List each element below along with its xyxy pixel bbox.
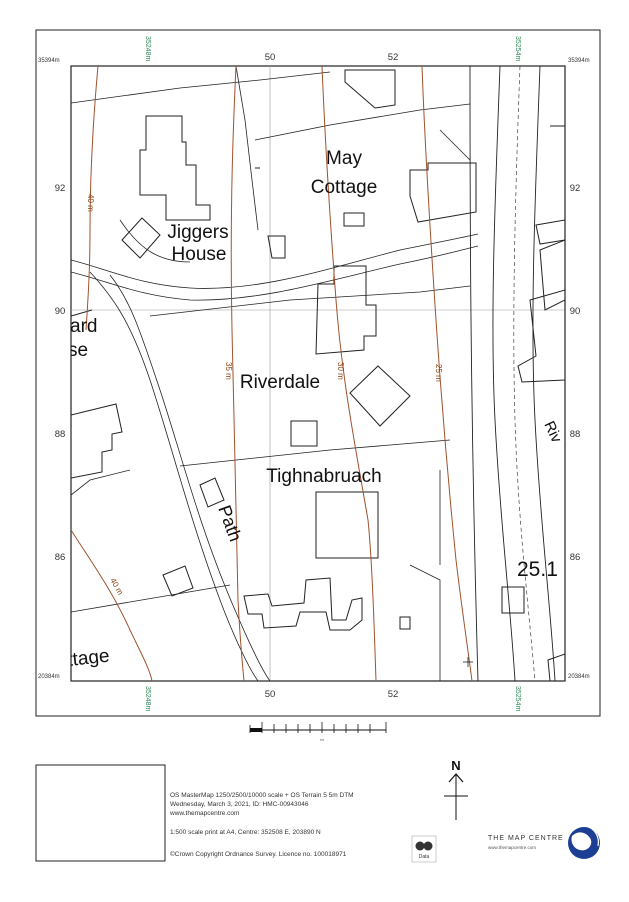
grid-top-52: 52 xyxy=(388,52,399,63)
footer-box xyxy=(35,764,166,862)
corner-br: 20384m xyxy=(568,674,590,680)
footer-line-5: ©Crown Copyright Ordnance Survey. Licenc… xyxy=(170,851,347,858)
place-labels: May Cottage Jiggers House ard se Riverda… xyxy=(66,148,565,671)
grid-right-92: 92 xyxy=(570,183,581,194)
grid-top-50: 50 xyxy=(265,52,276,63)
os-data-label: Data xyxy=(419,854,430,860)
easting-48-top: 35248m xyxy=(144,36,151,61)
footer-line-4: 1:500 scale print at A4, Centre: 352508 … xyxy=(170,829,321,836)
grid-right-88: 88 xyxy=(570,429,581,440)
label-height: 25.1 xyxy=(517,558,558,581)
label-se: se xyxy=(68,340,88,361)
footer-line-3: www.themapcentre.com xyxy=(170,810,240,817)
map-centre-url: www.themapcentre.com xyxy=(488,845,536,850)
grid-bottom-50: 50 xyxy=(265,689,276,700)
label-river: Riv xyxy=(540,419,565,446)
buildings xyxy=(71,69,565,681)
label-path: Path xyxy=(214,503,245,545)
label-cottage-bottom: ttage xyxy=(66,646,110,671)
label-may: May xyxy=(326,148,362,169)
map-content: 40 m 35 m 30 m 25 m 40 m May Cottage Jig… xyxy=(66,66,565,681)
north-label: N xyxy=(451,758,460,773)
contour-lines xyxy=(71,66,473,681)
easting-labels: 35248m 35254m 35248m 35254m xyxy=(144,36,521,711)
grid-left-90: 90 xyxy=(55,306,66,317)
grid-bottom-52: 52 xyxy=(388,689,399,700)
os-logo: Data xyxy=(411,835,437,863)
corner-tr: 35394m xyxy=(568,58,590,64)
footer-line-2: Wednesday, March 3, 2021, ID: HMC-009430… xyxy=(170,801,309,808)
contour-label-35: 35 m xyxy=(224,362,233,380)
north-arrow: N xyxy=(444,758,468,820)
corner-labels: 35394m 35394m 20384m 20384m xyxy=(38,58,590,680)
contour-label-25: 25 m xyxy=(434,364,443,382)
main-road xyxy=(469,66,556,681)
grid-right-90: 90 xyxy=(570,306,581,317)
grid-labels: 50 52 50 52 92 90 88 86 92 90 88 86 xyxy=(55,52,581,700)
globe-icon xyxy=(568,825,600,859)
label-ward: ard xyxy=(70,316,97,337)
grid-left-88: 88 xyxy=(55,429,66,440)
label-riverdale: Riverdale xyxy=(240,372,320,393)
label-jiggers: Jiggers xyxy=(167,222,228,243)
easting-54-top: 35254m xyxy=(514,36,521,61)
corner-tl: 35394m xyxy=(38,58,60,64)
cross-marker xyxy=(463,657,473,667)
scale-bar: m xyxy=(249,722,387,742)
map-centre-title: THE MAP CENTRE xyxy=(488,835,564,842)
contour-label-30: 30 m xyxy=(336,362,345,380)
grid-right-86: 86 xyxy=(570,552,581,563)
grid-left-86: 86 xyxy=(55,552,66,563)
grid-lines xyxy=(71,66,565,681)
scale-bar-label: m xyxy=(320,737,324,742)
label-tighnabruach: Tighnabruach xyxy=(266,466,381,487)
label-cottage: Cottage xyxy=(311,177,378,198)
outer-frame xyxy=(35,29,601,717)
contour-label-40-top: 40 m xyxy=(86,194,95,212)
contour-labels: 40 m 35 m 30 m 25 m 40 m xyxy=(86,194,443,597)
easting-48-bottom: 35248m xyxy=(144,686,151,711)
grid-left-92: 92 xyxy=(55,183,66,194)
corner-bl: 20384m xyxy=(38,674,60,680)
label-house: House xyxy=(172,244,227,265)
road-lines xyxy=(71,66,479,681)
easting-54-bottom: 35254m xyxy=(514,686,521,711)
footer-line-1: OS MasterMap 1250/2500/10000 scale + OS … xyxy=(170,792,354,799)
